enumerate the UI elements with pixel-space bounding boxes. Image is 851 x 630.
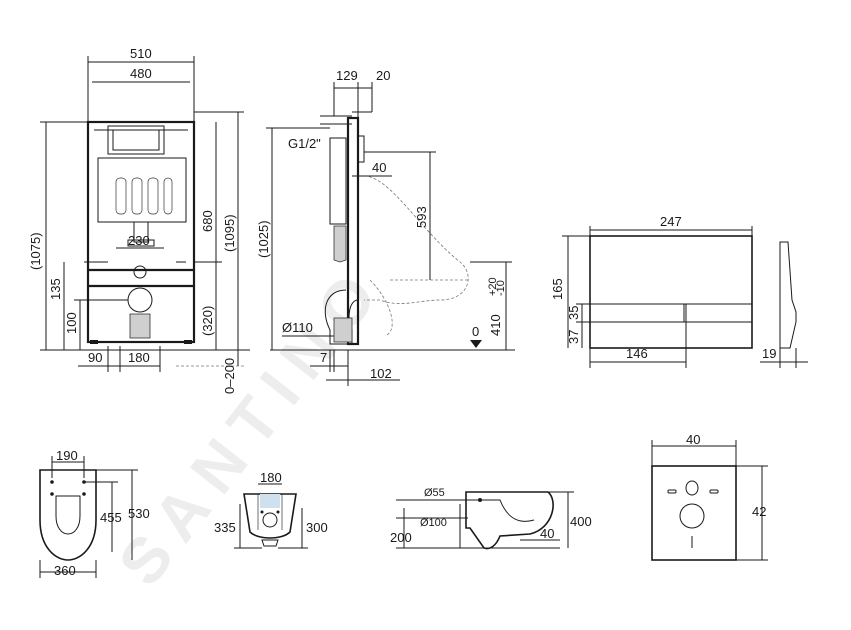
mounting-mat-view: 40 42: [651, 432, 768, 561]
dim-135: 135: [48, 278, 63, 300]
dim-680: 680: [200, 210, 215, 232]
frame-side-view: 129 20 G1/2" 40 593 (1025) 410 +20 -10 Ø…: [256, 68, 515, 386]
dim-0-200: 0–200: [222, 358, 237, 394]
mat-w-40: 40: [686, 432, 700, 447]
bowl-side-dia-100: Ø100: [420, 517, 447, 529]
frame-front-view: 510 480 (1075) 135 100 230 680 (320) (10…: [28, 46, 250, 394]
bowl-top-h-530: 530: [128, 506, 150, 521]
plate-depth: 19: [762, 346, 776, 361]
dim-90: 90: [88, 350, 102, 365]
dim-7: 7: [320, 350, 327, 365]
dim-1095: (1095): [222, 214, 237, 252]
pipe-diameter: Ø110: [282, 320, 313, 335]
plate-width: 247: [660, 214, 682, 229]
dim-180: 180: [128, 350, 150, 365]
dim-20: 20: [376, 68, 390, 83]
plate-h-37: 37: [566, 330, 581, 344]
dim-410: 410: [488, 314, 503, 336]
dim-40: 40: [372, 160, 386, 175]
bowl-side-view: Ø55 Ø100 200 400 40: [390, 487, 592, 550]
bowl-back-view: 180 335 300: [214, 470, 328, 549]
plate-w-146: 146: [626, 346, 648, 361]
tol-plus: +20: [487, 277, 499, 296]
bowl-top-w-360: 360: [54, 563, 76, 578]
dim-480: 480: [130, 66, 152, 81]
dim-102: 102: [370, 366, 392, 381]
dim-230: 230: [128, 233, 150, 248]
bowl-side-h-200: 200: [390, 530, 412, 545]
floor-zero: 0: [472, 324, 479, 339]
watermark: SANTINO: [104, 250, 398, 598]
bowl-back-h-335: 335: [214, 520, 236, 535]
bowl-back-h-300: 300: [306, 520, 328, 535]
bowl-side-dia-55: Ø55: [424, 487, 445, 499]
bowl-side-h-400: 400: [570, 514, 592, 529]
dim-1075: (1075): [28, 232, 43, 270]
dim-320: (320): [200, 306, 215, 336]
plate-h-35: 35: [566, 306, 581, 320]
tol-minus: -10: [495, 280, 507, 296]
dim-1025: (1025): [256, 220, 271, 258]
dim-593: 593: [414, 206, 429, 228]
bowl-top-h-455: 455: [100, 510, 122, 525]
dim-510: 510: [130, 46, 152, 61]
dim-129: 129: [336, 68, 358, 83]
flush-plate-view: 247 165 35 37 146 19: [550, 214, 808, 368]
bowl-back-w-180: 180: [260, 470, 282, 485]
bowl-top-view: 190 360 455 530: [39, 448, 150, 578]
plate-height: 165: [550, 278, 565, 300]
mat-h-42: 42: [752, 504, 766, 519]
bowl-top-w-190: 190: [56, 448, 78, 463]
thread-label: G1/2": [288, 136, 321, 151]
bowl-side-d-40: 40: [540, 526, 554, 541]
dim-100: 100: [64, 312, 79, 334]
